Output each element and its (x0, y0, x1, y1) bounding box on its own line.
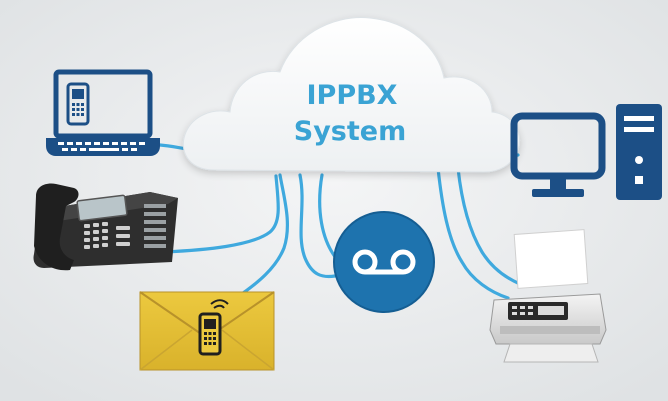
cloud-title-line1: IPPBX (306, 80, 397, 111)
link-desk-phone (163, 174, 280, 254)
envelope-mobile-icon (139, 291, 275, 371)
cloud-title-line2: System (294, 116, 406, 147)
fax-machine-icon (489, 229, 607, 363)
laptop-icon (46, 69, 160, 156)
desktop-computer-icon (510, 104, 662, 200)
link-email (234, 173, 290, 300)
link-voicemail-b (318, 173, 338, 260)
link-voicemail-a (298, 173, 337, 279)
ip-phone-icon (33, 183, 179, 271)
link-fax-b (456, 166, 522, 286)
link-fax-a (436, 166, 510, 300)
voicemail-icon (333, 211, 435, 313)
